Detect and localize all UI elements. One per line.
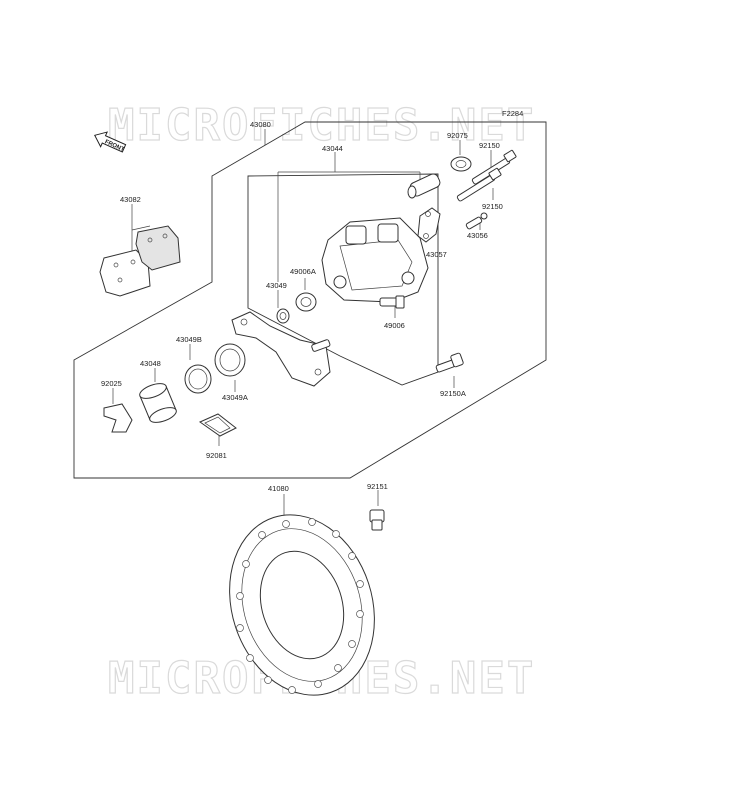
label-92150-upper: 92150 [479, 141, 500, 150]
bolt-92150-upper [471, 149, 517, 185]
label-43044: 43044 [322, 144, 343, 153]
label-92025: 92025 [101, 379, 122, 388]
label-43082: 43082 [120, 195, 141, 204]
label-43057: 43057 [426, 250, 447, 259]
label-43049: 43049 [266, 281, 287, 290]
ring-43049b [184, 364, 212, 394]
boot-92075 [450, 156, 472, 172]
ring-43049a [214, 343, 246, 377]
bleeder-43056 [465, 212, 488, 230]
caliper-pin-boot [407, 173, 441, 199]
seal-49006a [295, 292, 317, 312]
label-43056: 43056 [467, 231, 488, 240]
brake-pads [99, 225, 181, 297]
label-92150a: 92150A [440, 389, 466, 398]
label-92150-lower: 92150 [482, 202, 503, 211]
label-49006: 49006 [384, 321, 405, 330]
watermark-top: MICROFICHES.NET [108, 100, 535, 151]
bolt-92151 [369, 509, 385, 531]
label-43049b: 43049B [176, 335, 202, 344]
label-41080: 41080 [268, 484, 289, 493]
label-92081: 92081 [206, 451, 227, 460]
shim-92081 [198, 413, 237, 437]
caliper-bracket [231, 311, 331, 387]
assembly-outline-43080 [73, 121, 547, 479]
label-43048: 43048 [140, 359, 161, 368]
bolt-92150a [435, 352, 464, 373]
label-92075: 92075 [447, 131, 468, 140]
caliper-outline-43044 [247, 173, 439, 386]
label-92151: 92151 [367, 482, 388, 491]
diagram-code: F2284 [502, 109, 523, 118]
piston-43048 [139, 383, 177, 423]
bracket-43057 [417, 207, 441, 243]
label-43049a: 43049A [222, 393, 248, 402]
clip-92025 [103, 403, 133, 433]
ring-43049 [276, 308, 290, 324]
label-49006a: 49006A [290, 267, 316, 276]
caliper-body [321, 217, 429, 303]
bolt-49006 [379, 295, 405, 309]
leader-lines [112, 129, 494, 530]
label-43080: 43080 [250, 120, 271, 129]
bolt-92150-lower [456, 167, 502, 202]
brake-disc-41080 [229, 514, 375, 696]
